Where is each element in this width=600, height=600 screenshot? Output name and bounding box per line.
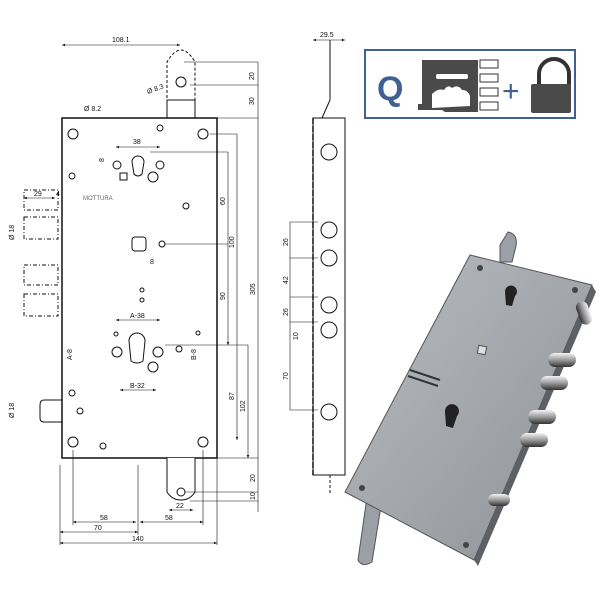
top-tab-photo [499, 231, 517, 263]
dim-label: 29.5 [320, 32, 334, 39]
lock-plate [61, 117, 218, 459]
dim-label: A-8 [67, 349, 74, 360]
screw [68, 389, 76, 397]
latch [39, 399, 62, 423]
brand-label: MOTTURA [83, 196, 113, 202]
dim-label: 20 [249, 72, 256, 80]
dim-label: 90 [220, 292, 227, 300]
dimension-lines [24, 43, 259, 545]
dim-label: 8 [99, 158, 106, 162]
security-badge: Q + [364, 49, 576, 119]
dim-label: 26 [283, 308, 290, 316]
screw [182, 202, 190, 210]
dim-label: Ø 18 [9, 225, 16, 240]
square-hole [119, 172, 128, 181]
dim-label: 26 [283, 238, 290, 246]
dim-label: 10 [293, 332, 300, 340]
tab-hole [175, 76, 187, 88]
keyhole-top [504, 285, 517, 306]
dim-label: Ø 8.3 [146, 83, 165, 95]
follower-square [131, 236, 147, 252]
front-dimension-labels: 108.1 Ø 8.3 Ø 8.2 20 30 38 8 29 4 Ø 18 6… [9, 37, 257, 543]
dim-label: Ø 18 [9, 403, 16, 418]
dim-label: 102 [240, 400, 247, 412]
plate-photo [344, 254, 593, 561]
keyhole-bottom [444, 404, 459, 428]
side-rod [321, 40, 331, 119]
top-tab-outline [166, 49, 196, 118]
dim-label: Ø 8.2 [84, 106, 101, 113]
dim-label: 42 [283, 276, 290, 284]
side-view [289, 38, 346, 495]
dim-label: 30 [249, 97, 256, 105]
dim-label: 305 [250, 283, 257, 295]
bolts-photo [488, 301, 593, 506]
dim-label: B-8 [191, 349, 198, 360]
dim-label: A-38 [130, 313, 145, 320]
lock-photo [344, 231, 596, 566]
screw [175, 345, 183, 353]
padlock-icon [531, 57, 571, 113]
dim-label: 29 [34, 191, 42, 198]
side-dimension-labels: 29.5 26 42 26 10 70 [283, 32, 334, 380]
dim-label: 20 [250, 474, 257, 482]
front-view [23, 43, 259, 545]
dim-label: 60 [220, 197, 227, 205]
dim-label: 10 [250, 492, 257, 500]
dim-label: 87 [229, 392, 236, 400]
corner-hole [67, 436, 79, 448]
screw [68, 172, 76, 180]
dim-label: 4 [56, 191, 60, 198]
dim-label: 58 [165, 515, 173, 522]
dim-label: B-32 [130, 383, 145, 390]
dim-label: 100 [229, 236, 236, 248]
top-tab [166, 99, 196, 119]
q-letter: Q [377, 70, 403, 108]
dim-label: 58 [100, 515, 108, 522]
lock-mechanism-icon [418, 59, 499, 112]
dim-label: 140 [132, 536, 144, 543]
corner-hole [67, 128, 79, 140]
dim-label: 70 [283, 372, 290, 380]
screw [156, 124, 164, 132]
plus-sign: + [502, 75, 520, 108]
dim-label: 22 [176, 503, 184, 510]
corner-hole [197, 436, 209, 448]
bottom-tab [166, 458, 196, 501]
dim-label: 108.1 [112, 37, 130, 44]
corner-hole [197, 128, 209, 140]
screw [99, 442, 107, 450]
dim-label: 8 [150, 259, 154, 266]
top-cylinder-cutout [131, 155, 145, 177]
dim-label: 70 [94, 525, 102, 532]
dim-label: 38 [133, 139, 141, 146]
bottom-cylinder-cutout [128, 332, 146, 364]
deadbolts [23, 189, 59, 317]
